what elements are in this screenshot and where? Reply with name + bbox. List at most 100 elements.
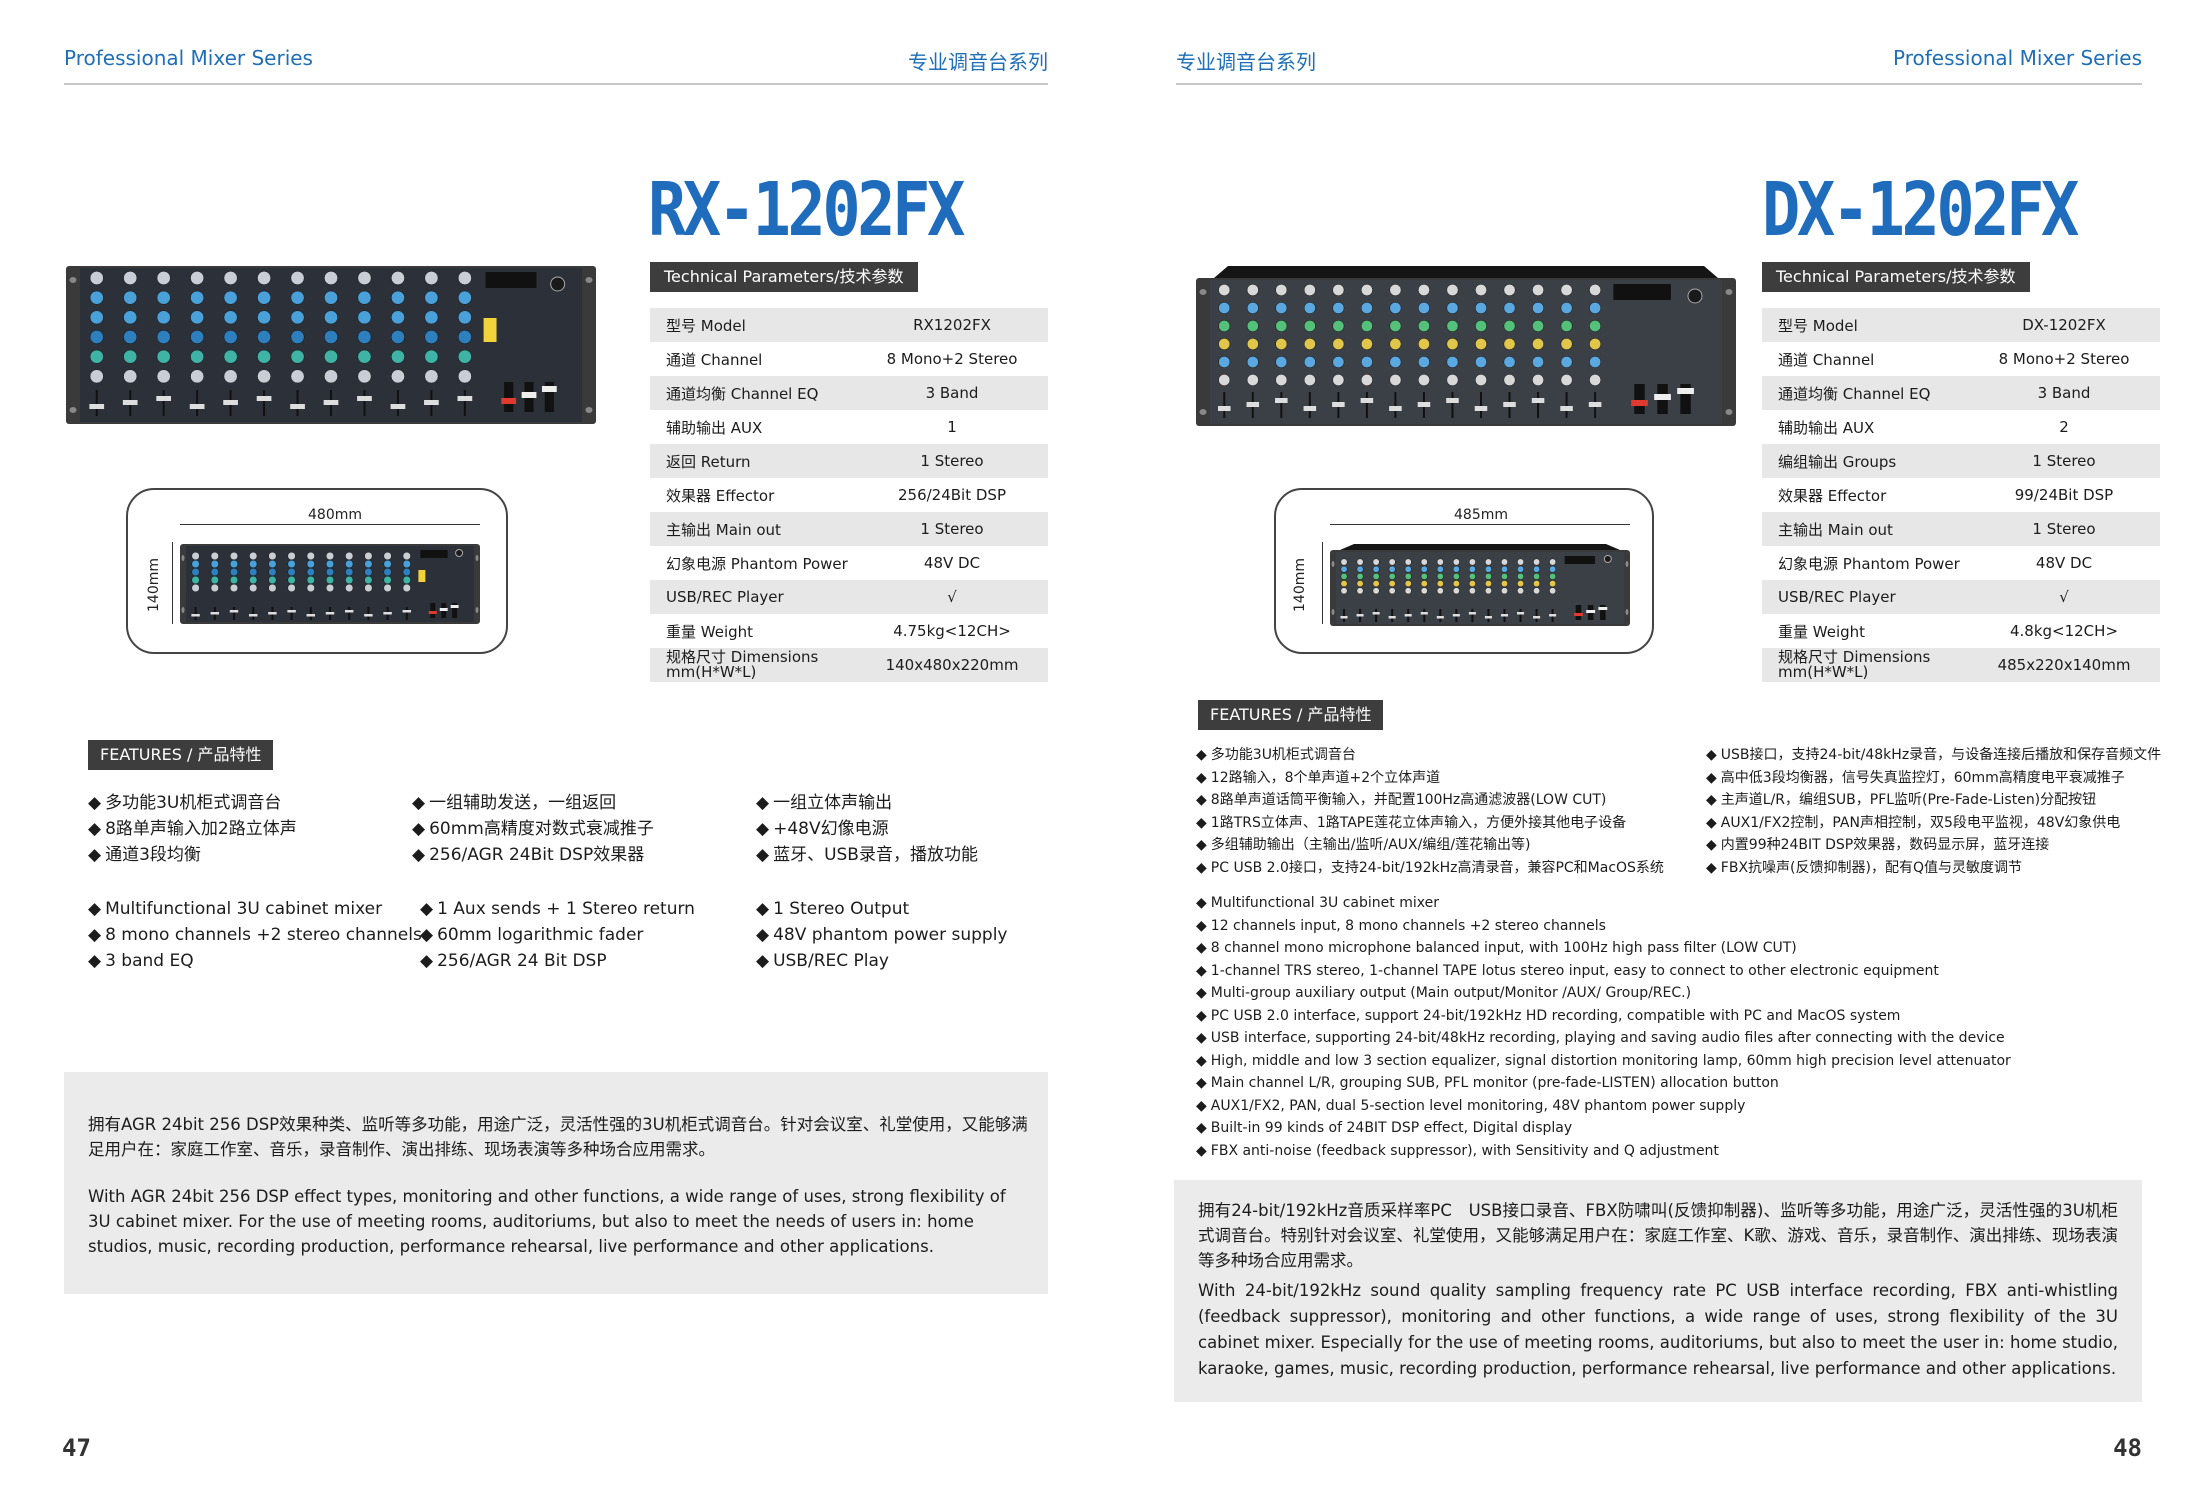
channel-knob (1246, 302, 1259, 314)
description-box: 拥有24-bit/192kHz音质采样率PC USB接口录音、FBX防啸叫(反馈… (1174, 1180, 2142, 1402)
channel-knob (1218, 284, 1231, 296)
channel-knob (1420, 558, 1428, 566)
fader-slot (405, 607, 408, 620)
master-fader-cap (428, 611, 437, 614)
fader-slot (1487, 609, 1490, 622)
channel-knob (210, 559, 219, 569)
feature-item: 一组辅助发送，一组返回 (412, 790, 654, 816)
channel-knob (1420, 565, 1428, 573)
spec-label: 编组输出 Groups (1778, 452, 1897, 471)
master-fader-cap (521, 392, 537, 398)
fader-cap (1516, 612, 1525, 615)
channel-knob (1452, 558, 1460, 566)
master-fader-cap (501, 398, 517, 404)
channel-knob (1560, 284, 1573, 296)
channel-knob (1532, 284, 1545, 296)
fader-cap (189, 404, 205, 409)
channel-knob (1501, 587, 1508, 595)
channel-knob (290, 349, 305, 364)
channel-knob (268, 551, 277, 561)
channel-knob (1549, 558, 1557, 566)
channel-knob (402, 575, 411, 585)
rack-hole (1725, 409, 1733, 415)
spec-value: 3 Band (925, 384, 979, 402)
fader-slot (363, 390, 366, 416)
fader-cap (424, 400, 439, 405)
channel-knob (1246, 338, 1259, 350)
channel-knob (1503, 338, 1516, 350)
channel-knob (210, 567, 219, 577)
channel-knob (249, 551, 258, 561)
channel-knob (364, 551, 373, 561)
channel-knob (1360, 356, 1373, 368)
height-line (1322, 542, 1323, 624)
dimension-height: 140mm (1292, 558, 1308, 612)
fader-cap (1474, 406, 1488, 411)
tech-params-label: Technical Parameters/技术参数 (650, 262, 918, 292)
spec-label: 型号 Model (666, 316, 746, 335)
features-en-col-2: 1 Aux sends + 1 Stereo return 60mm logar… (420, 896, 695, 974)
channel-knob (1360, 374, 1373, 386)
channel-knob (223, 330, 238, 344)
feature-item: AUX1/FX2, PAN, dual 5-section level moni… (1196, 1095, 2011, 1118)
rack-hole (585, 277, 593, 283)
master-fader-slot (452, 603, 458, 618)
channel-knob (123, 271, 138, 285)
model-title: DX-1202FX (1762, 167, 2079, 253)
channel-knob (357, 349, 372, 364)
channel-knob (191, 575, 200, 585)
fader-slot (1519, 609, 1522, 622)
spec-label: 型号 Model (1778, 316, 1858, 335)
channel-knob (1372, 558, 1380, 566)
channel-knob (1303, 302, 1316, 314)
channel-knob (324, 271, 338, 285)
channel-knob (210, 575, 219, 585)
page-number: 48 (2113, 1434, 2142, 1462)
feature-item: 8路单声输入加2路立体声 (88, 816, 297, 842)
channel-knob (1436, 587, 1444, 595)
channel-knob (424, 290, 439, 305)
master-fader-cap (1677, 388, 1694, 394)
spec-label: 通道 Channel (666, 350, 763, 369)
channel-knob (1420, 580, 1428, 588)
channel-knob (229, 559, 239, 569)
channel-knob (257, 349, 272, 364)
fader-slot (233, 607, 235, 620)
channel-knob (324, 330, 338, 344)
dimension-width: 485mm (1454, 507, 1508, 523)
fader-slot (1451, 392, 1454, 418)
channel-knob (383, 559, 392, 569)
spec-value: 48V DC (923, 554, 981, 572)
fader-cap (1340, 616, 1348, 619)
channel-knob (1372, 572, 1380, 580)
channel-knob (1452, 565, 1460, 573)
spec-value: 8 Mono+2 Stereo (1998, 350, 2130, 368)
spec-label: 返回 Return (666, 452, 751, 471)
channel-knob (1475, 302, 1487, 314)
spec-row: 通道均衡 Channel EQ 3 Band (650, 376, 1048, 410)
channel-knob (1388, 565, 1396, 573)
master-fader-cap (1586, 610, 1596, 613)
channel-knob (1332, 338, 1345, 350)
features-cn-left: 多功能3U机柜式调音台12路输入，8个单声道+2个立体声道8路单声道话筒平衡输入… (1196, 744, 1664, 879)
channel-knob (1246, 284, 1259, 296)
accent-button (418, 570, 426, 582)
channel-knob (1246, 320, 1259, 332)
fader-cap (383, 612, 392, 615)
feature-item: 256/AGR 24 Bit DSP (420, 948, 695, 974)
channel-knob (1360, 338, 1373, 350)
channel-knob (89, 271, 104, 285)
channel-knob (424, 369, 439, 384)
channel-knob (390, 349, 405, 364)
spec-value: 140x480x220mm (885, 656, 1019, 674)
fader-slot (1565, 392, 1568, 418)
channel-knob (1503, 356, 1516, 368)
channel-knob (345, 567, 354, 577)
channel-knob (1388, 587, 1396, 595)
spec-label: USB/REC Player (1778, 588, 1896, 606)
spec-label: 通道均衡 Channel EQ (666, 384, 819, 403)
feature-item: High, middle and low 3 section equalizer… (1196, 1050, 2011, 1073)
